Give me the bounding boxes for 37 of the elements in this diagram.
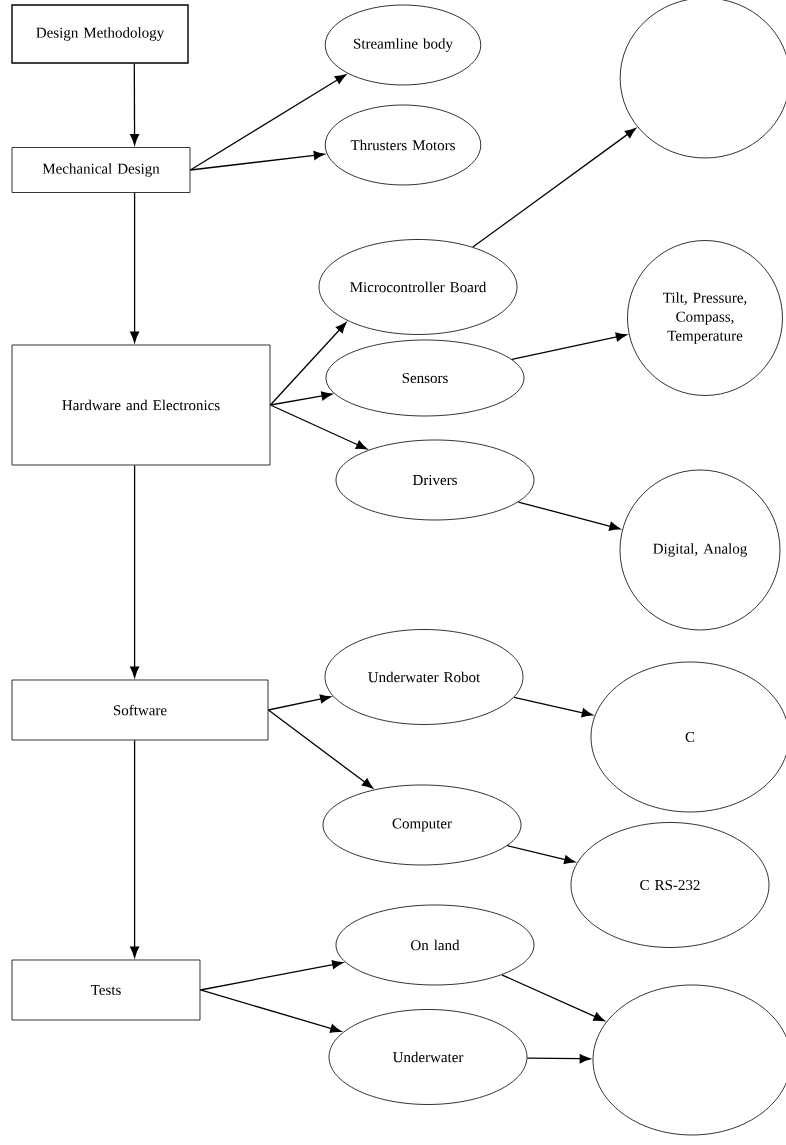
arrow [130, 63, 140, 146]
ellipse-node: Drivers [335, 439, 535, 521]
ellipse-node: Underwater Robot [324, 629, 524, 725]
arrow [526, 1054, 591, 1064]
arrow [199, 960, 344, 991]
arrow [506, 845, 576, 864]
arrow [517, 501, 621, 531]
ellipse-node: Thrusters Motors [324, 104, 482, 186]
process-box: Design Methodology [11, 4, 189, 64]
arrow [189, 150, 325, 171]
arrow [199, 989, 342, 1033]
arrow [130, 739, 140, 958]
process-box: Mechanical Design [11, 147, 191, 193]
ellipse-node: Streamline body [324, 4, 482, 86]
arrow [189, 74, 347, 171]
arrow [269, 322, 347, 406]
arrow [269, 404, 368, 450]
ellipse-node: Microcontroller Board [318, 239, 518, 335]
circle-node: C RS-232 [570, 822, 770, 948]
ellipse-node: Sensors [325, 339, 525, 417]
circle-node: Digital, Analog [619, 469, 781, 631]
arrow [269, 391, 333, 406]
arrow [267, 694, 332, 711]
circle-node: Tilt, Pressure, Compass, Temperature [627, 240, 783, 396]
process-box: Software [11, 679, 269, 741]
ellipse-node: Computer [322, 784, 522, 866]
arrow [472, 128, 637, 248]
arrow [130, 464, 140, 678]
arrow [267, 709, 374, 789]
arrow [501, 974, 605, 1022]
process-box: Hardware and Electronics [11, 344, 271, 466]
arrow [513, 696, 593, 718]
ellipse-node: Underwater [328, 1009, 528, 1105]
arrow [511, 332, 627, 360]
process-box: Tests [11, 959, 201, 1021]
ellipse-node: On land [335, 904, 535, 986]
arrow [130, 192, 140, 343]
